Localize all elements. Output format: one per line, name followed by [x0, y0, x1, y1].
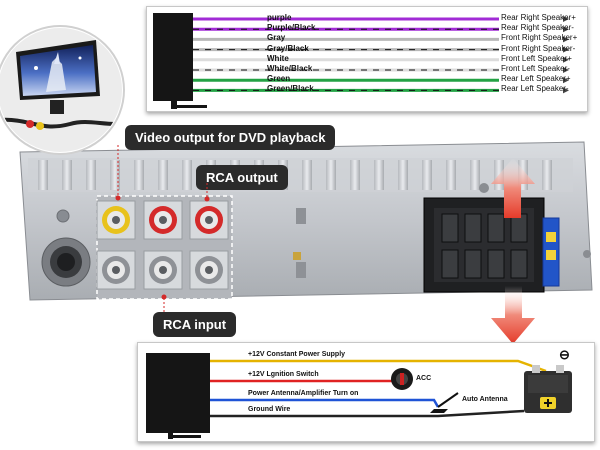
antenna-icon — [430, 392, 459, 413]
chassis-rib — [350, 160, 360, 190]
power-harness-connector — [146, 353, 210, 439]
power-wire-function: Power Antenna/Amplifier Turn on — [248, 390, 359, 397]
speaker-wire-color: Gray/Black — [267, 43, 309, 53]
power-wire-function: +12V Constant Power Supply — [248, 351, 346, 358]
wire-terminal-icon — [563, 67, 569, 73]
power-wiring-panel: +12V Constant Power Supply +12V Lgnition … — [137, 342, 595, 442]
rca-input-jack — [189, 250, 229, 290]
speaker-wire-function: Rear Right Speaker+ — [501, 13, 576, 22]
wire-terminal-icon — [563, 56, 569, 63]
power-wire — [210, 359, 547, 373]
chassis-rib — [446, 160, 456, 190]
chassis-rib — [182, 160, 192, 190]
wire-terminal-icon — [563, 87, 569, 94]
iso-pin — [464, 249, 482, 279]
callout-rca-input: RCA input — [153, 312, 237, 337]
speaker-wire-function: Rear Left Speaker- — [501, 84, 569, 94]
speaker-wire-color: White/Black — [267, 64, 313, 73]
rca-output-jack — [189, 200, 229, 240]
callout-video-output: Video output for DVD playback — [125, 125, 336, 150]
speaker-wire-color: Purple/Black — [267, 23, 316, 33]
wire-terminal-icon — [563, 77, 569, 84]
iso-pin — [487, 249, 505, 279]
chassis-rib — [302, 160, 312, 190]
power-wire-function: Ground Wire — [248, 406, 291, 413]
power-wire — [210, 409, 525, 418]
iso-pin — [510, 249, 528, 279]
power-wire — [210, 398, 440, 408]
chassis-rib — [110, 160, 120, 190]
speaker-wire-function: Rear Right Speaker- — [501, 23, 574, 33]
speaker-wire-color: Green — [267, 74, 291, 84]
speaker-wire-function: Front Right Speaker- — [501, 43, 576, 53]
ignition-switch-icon — [391, 368, 413, 390]
speaker-wire-color: Gray — [267, 33, 286, 43]
speaker-wire-function: Front Right Speaker+ — [501, 33, 578, 43]
wire-terminal-icon — [563, 46, 569, 53]
iso-pin — [441, 249, 459, 279]
chassis-rib — [62, 160, 72, 190]
iso-pin — [441, 213, 459, 243]
chassis-rib — [326, 160, 336, 190]
chassis-rib — [86, 160, 96, 190]
iso-pin — [464, 213, 482, 243]
chassis-rib — [134, 160, 144, 190]
chassis-rib — [158, 160, 168, 190]
chassis-rib — [422, 160, 432, 190]
chassis-rib — [542, 160, 552, 190]
wire-terminal-icon — [563, 16, 569, 22]
rca-input-jack — [96, 250, 136, 290]
chassis-rib — [38, 160, 48, 190]
battery-icon — [524, 365, 572, 413]
power-wire-function: +12V Lgnition Switch — [248, 371, 319, 378]
callout-rca-output: RCA output — [196, 165, 288, 190]
speaker-wire-color: Green/Black — [267, 84, 314, 94]
speaker-harness-connector — [153, 13, 207, 109]
speaker-wire-function: Front Left Speaker+ — [501, 53, 572, 63]
speaker-wire-function: Front Left Speaker- — [501, 64, 570, 73]
speaker-wire-color: White — [267, 53, 289, 63]
iso-pin — [487, 213, 505, 243]
ground-symbol: ⊖ — [559, 347, 570, 362]
speaker-wire-color: purple — [267, 13, 292, 22]
chassis-rib — [470, 160, 480, 190]
chassis-rib — [374, 160, 384, 190]
auto-antenna-label: Auto Antenna — [462, 396, 508, 403]
rca-output-jack — [96, 200, 136, 240]
speaker-wire-function: Rear Left Speaker+ — [501, 74, 571, 84]
rca-output-jack — [143, 200, 183, 240]
wire-terminal-icon — [563, 26, 569, 33]
rca-input-jack — [143, 250, 183, 290]
acc-label: ACC — [416, 375, 432, 382]
wire-terminal-icon — [563, 36, 569, 43]
chassis-rib — [398, 160, 408, 190]
